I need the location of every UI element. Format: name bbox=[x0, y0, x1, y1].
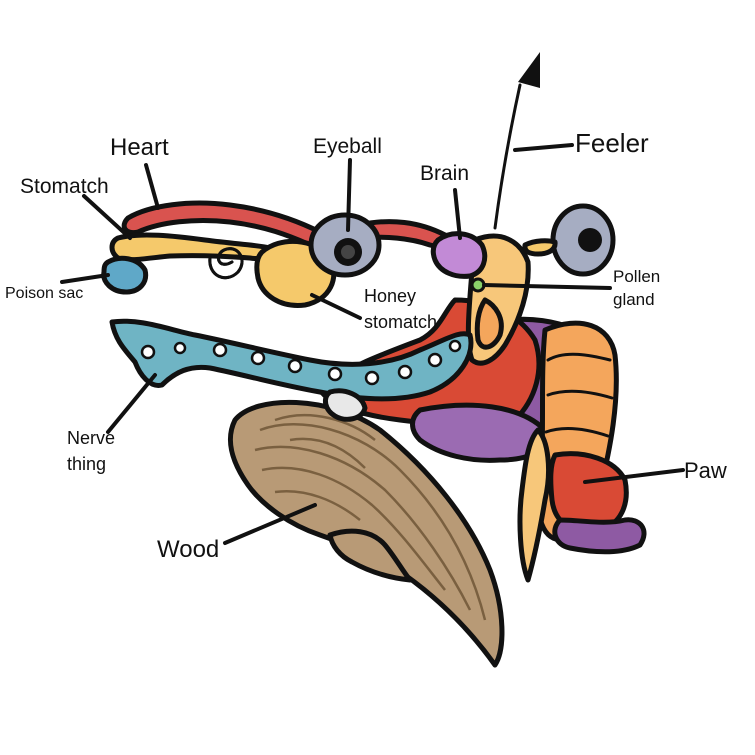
feeler-stalk bbox=[493, 83, 522, 230]
leader-pollen-gland bbox=[482, 283, 612, 290]
nerve-dots bbox=[140, 339, 462, 386]
brain-shape bbox=[430, 231, 488, 279]
wood-branch bbox=[327, 528, 413, 583]
leg-stripes bbox=[544, 352, 614, 438]
paw-toes bbox=[552, 517, 647, 555]
wood-shape bbox=[227, 399, 505, 668]
leader-heart bbox=[144, 163, 160, 210]
leader-nerve-thing bbox=[106, 373, 157, 434]
feeler-flag-icon bbox=[518, 52, 540, 88]
leader-wood bbox=[223, 503, 317, 545]
label-wood: Wood bbox=[157, 536, 219, 563]
wood-grain bbox=[254, 413, 487, 621]
leader-poison-sac bbox=[60, 273, 110, 284]
stomatch-tube bbox=[109, 232, 273, 263]
label-poison-sac: Poison sac bbox=[5, 285, 83, 302]
body-purple-lower bbox=[410, 402, 549, 463]
label-stomatch: Stomatch bbox=[20, 175, 109, 198]
label-eyeball: Eyeball bbox=[313, 135, 382, 158]
label-honey: Honey bbox=[364, 286, 416, 306]
eyeball-left bbox=[308, 212, 382, 278]
eyeball-right bbox=[550, 203, 616, 277]
label-feeler: Feeler bbox=[575, 128, 649, 158]
stomatch-spiral-outline bbox=[208, 247, 244, 280]
label-pollen: Pollen bbox=[613, 267, 660, 286]
label-nerve: Nerve bbox=[67, 428, 115, 448]
eye-stalk-right bbox=[522, 238, 558, 257]
leader-paw bbox=[583, 468, 685, 484]
label-heart: Heart bbox=[110, 134, 169, 161]
white-sac bbox=[322, 388, 368, 422]
leader-eyeball bbox=[346, 158, 352, 232]
label-thing: thing bbox=[67, 454, 106, 474]
label-gland: gland bbox=[613, 290, 655, 309]
poison-sac-shape bbox=[101, 255, 149, 295]
label-paw: Paw bbox=[684, 458, 727, 483]
leader-feeler bbox=[513, 143, 574, 152]
label-stomatch-honey: stomatch bbox=[364, 312, 437, 332]
leader-stomatch bbox=[82, 194, 132, 240]
label-brain: Brain bbox=[420, 162, 469, 185]
neck-inner bbox=[474, 297, 504, 350]
leader-honey-stomatch bbox=[310, 293, 362, 320]
claw bbox=[517, 427, 552, 583]
leader-lines bbox=[60, 143, 685, 545]
leader-brain bbox=[453, 188, 462, 240]
